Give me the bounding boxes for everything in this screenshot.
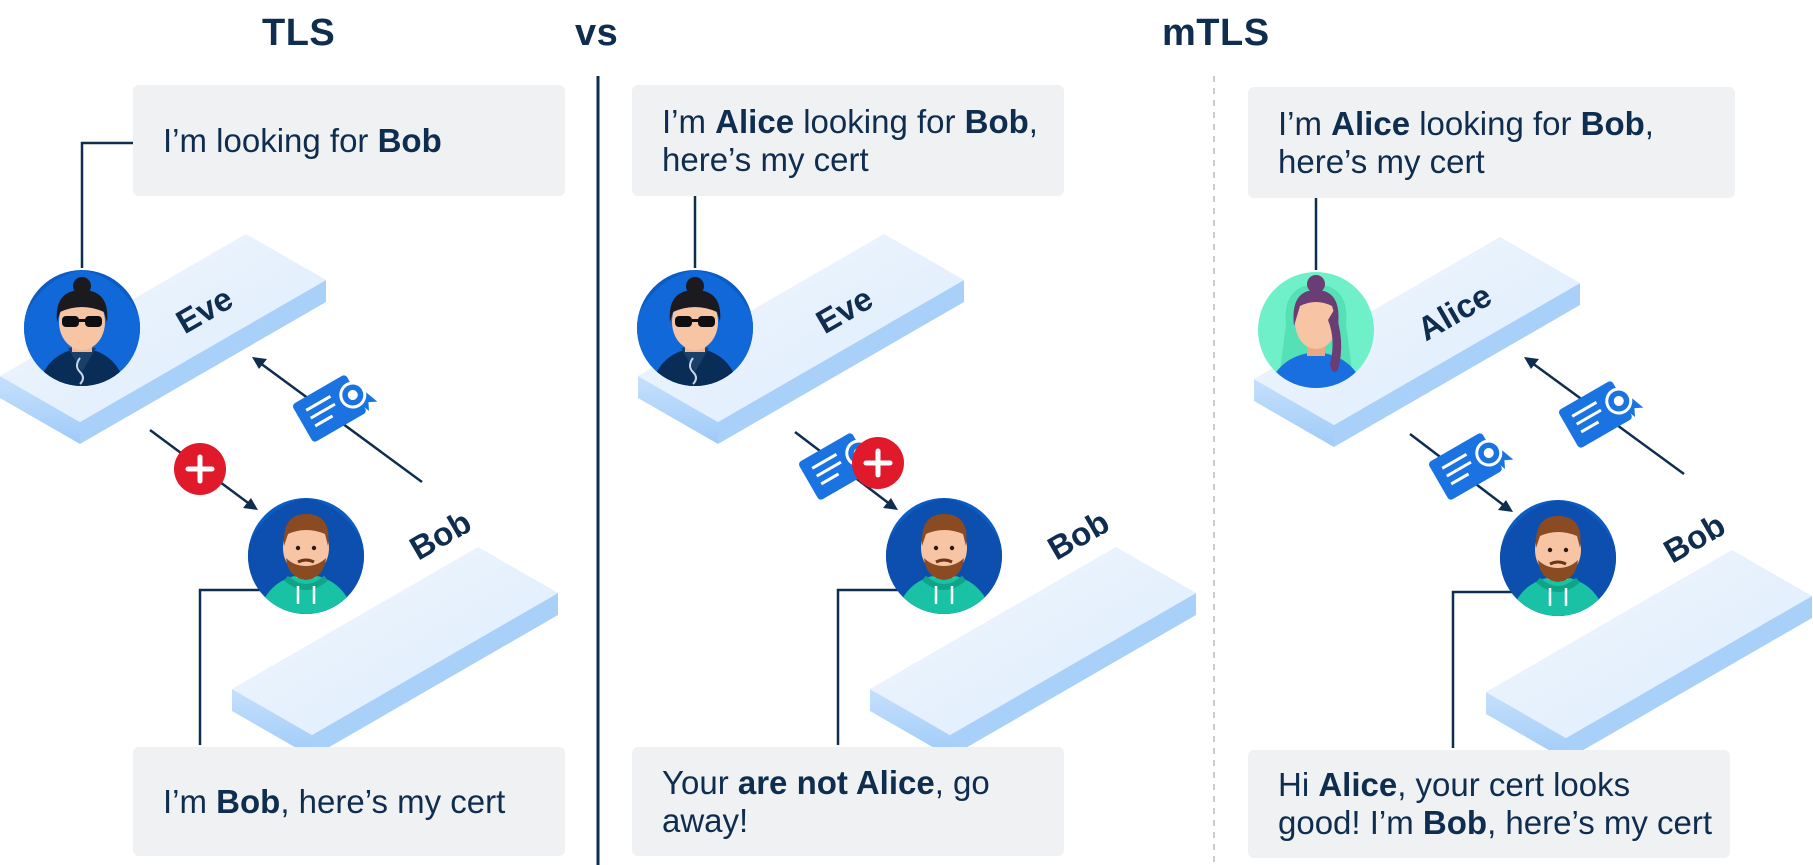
bubble-text-bold: Bob xyxy=(216,782,281,820)
bubble-text: I’m xyxy=(662,102,716,140)
bubble-text: , here’s my cert xyxy=(280,782,506,820)
panel-mtls-art: Alice Bob xyxy=(1254,198,1812,760)
reject-x-icon xyxy=(174,443,226,495)
bubble-line: I’m Bob, here’s my cert xyxy=(163,783,535,821)
certificate-icon xyxy=(1426,423,1517,503)
speech-bubble-bob-response: I’m Bob, here’s my cert xyxy=(133,747,565,856)
speech-bubble-eve-request: I’m looking for Bob xyxy=(133,85,565,196)
bubble-text-bold: Alice xyxy=(1318,766,1398,803)
bubble-text: Your xyxy=(662,763,738,801)
bubble-text: here’s my cert xyxy=(662,140,869,178)
speech-bubble-alice-request: I’m Alice looking for Bob,here’s my cert xyxy=(1248,87,1735,198)
bubble-text: I’m looking for xyxy=(163,121,378,159)
bob-avatar-icon xyxy=(1500,500,1616,628)
bubble-line: Your are not Alice, go xyxy=(662,764,1034,802)
heading-vs: vs xyxy=(575,12,619,54)
bubble-text: Hi xyxy=(1278,766,1319,803)
bubble-text-bold: Alice xyxy=(1331,104,1411,142)
bubble-text-bold: Bob xyxy=(1422,804,1488,841)
speech-bubble-eve-fake-request: I’m Alice looking for Bob,here’s my cert xyxy=(632,85,1064,196)
bubble-text-bold: Alice xyxy=(715,102,795,140)
bubble-text: , here’s my cert xyxy=(1487,804,1713,841)
bubble-line: here’s my cert xyxy=(1278,143,1705,181)
bubble-line: good! I’m Bob, here’s my cert xyxy=(1278,804,1712,842)
bubble-text: looking for xyxy=(794,102,965,140)
bubble-text-bold: Bob xyxy=(964,102,1029,140)
bubble-text: I’m xyxy=(1278,104,1332,142)
certificate-icon xyxy=(290,365,381,445)
panel-tls-rejected-art: Eve Bob xyxy=(637,195,1196,757)
bubble-line: I’m looking for Bob xyxy=(163,122,535,160)
bubble-text: , your cert looks xyxy=(1397,766,1631,803)
bubble-line: I’m Alice looking for Bob, xyxy=(662,102,1038,141)
bubble-text: , go xyxy=(934,763,990,801)
bubble-text: , xyxy=(1644,104,1654,142)
heading-tls: TLS xyxy=(262,12,336,54)
bubble-line: here’s my cert xyxy=(662,141,1034,179)
bob-avatar-icon xyxy=(886,498,1002,626)
bubble-text: good! I’m xyxy=(1278,804,1423,841)
reject-x-icon xyxy=(852,437,904,489)
bubble-text: I’m xyxy=(163,782,217,820)
bubble-text: away! xyxy=(662,801,749,839)
bubble-line: away! xyxy=(662,802,1034,840)
heading-mtls: mTLS xyxy=(1162,12,1270,54)
bubble-text: here’s my cert xyxy=(1278,142,1485,180)
bubble-text-bold: Bob xyxy=(377,121,442,159)
bubble-line: Hi Alice, your cert looks xyxy=(1278,766,1700,804)
bubble-text: looking for xyxy=(1410,104,1581,142)
bubble-line: I’m Alice looking for Bob, xyxy=(1278,105,1705,143)
bubble-text-bold: are not Alice xyxy=(737,763,935,801)
bubble-text-bold: Bob xyxy=(1580,104,1645,142)
bubble-text: , xyxy=(1028,102,1038,140)
panel-tls-art: Eve Bob xyxy=(0,141,558,757)
bob-avatar-icon xyxy=(248,498,364,626)
